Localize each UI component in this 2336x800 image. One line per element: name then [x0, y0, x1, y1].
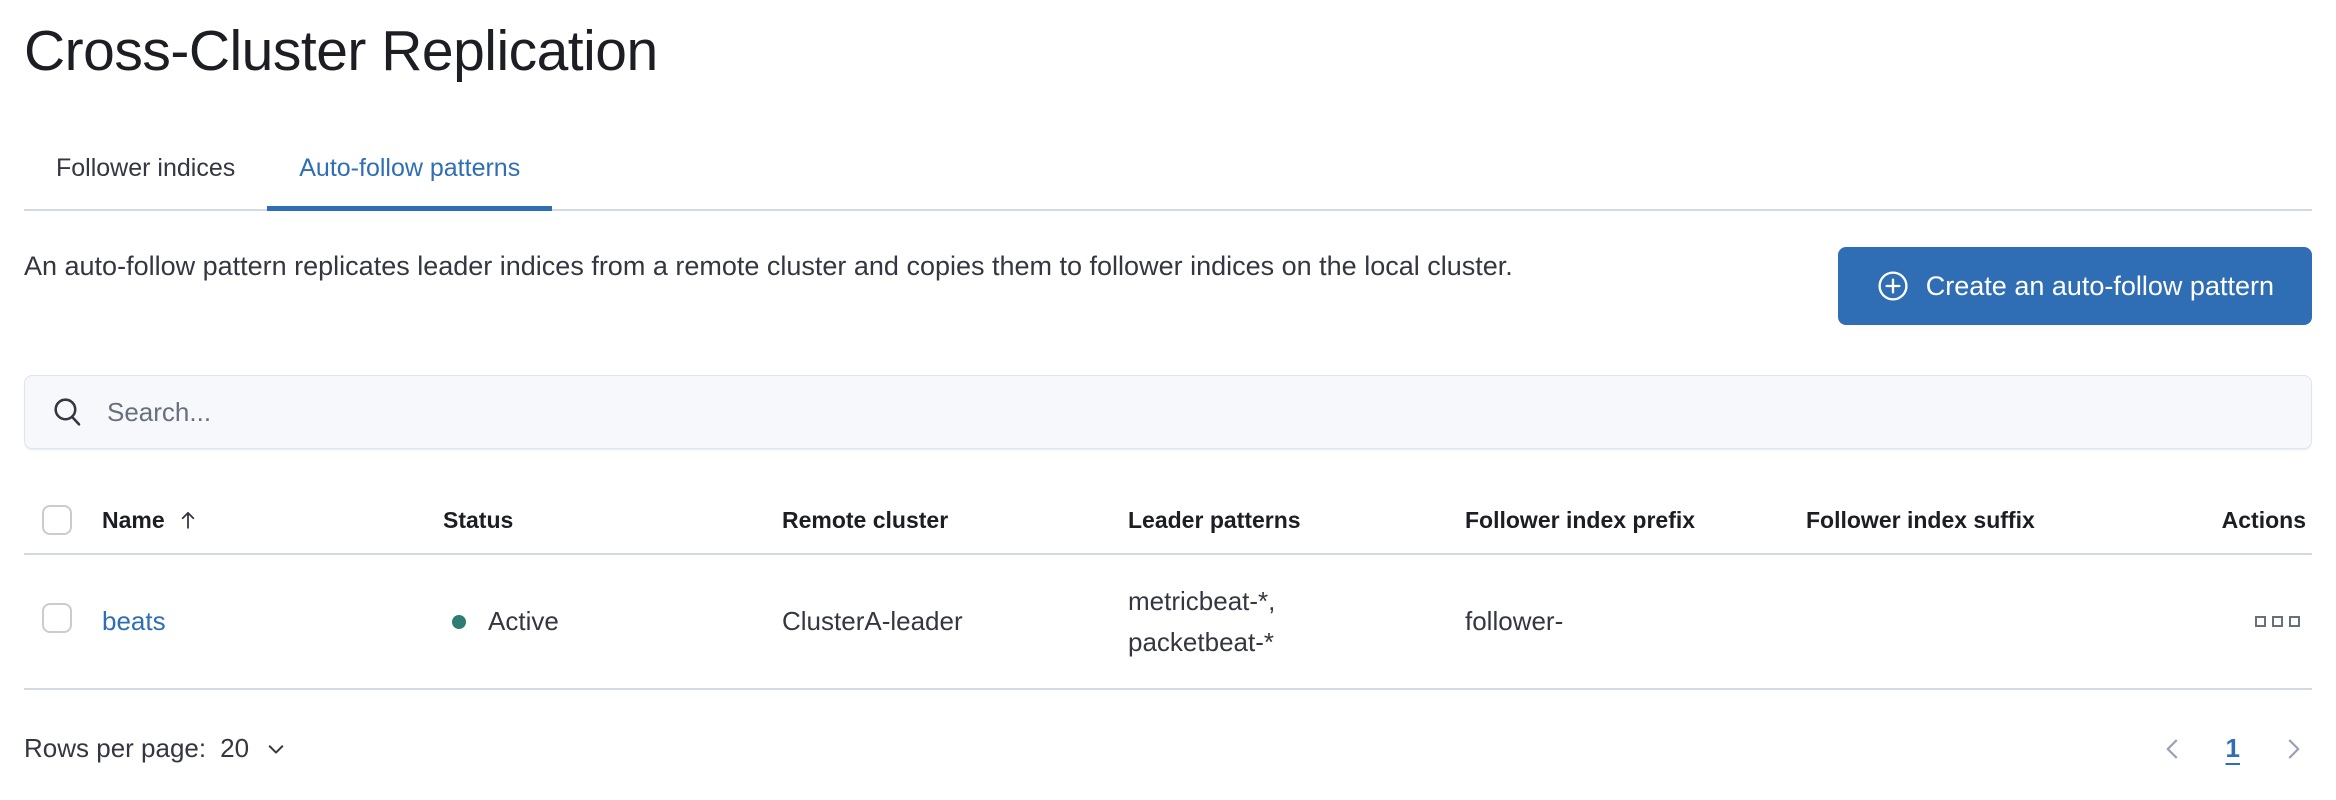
rows-per-page-label: Rows per page:: [24, 733, 207, 764]
status-active-dot-icon: [452, 614, 466, 629]
pager: 1: [2154, 730, 2312, 768]
column-header-follower-index-prefix[interactable]: Follower index prefix: [1465, 506, 1696, 533]
status-label: Active: [488, 606, 559, 637]
plus-in-circle-icon: [1876, 269, 1910, 303]
cross-cluster-replication-page: Cross-Cluster Replication Follower indic…: [0, 16, 2336, 768]
column-header-name[interactable]: Name: [102, 507, 443, 534]
pagination-bar: Rows per page: 20 1: [24, 690, 2312, 768]
cell-status: Active: [443, 606, 782, 637]
cell-remote-cluster: ClusterA-leader: [782, 606, 963, 637]
chevron-down-icon: [263, 736, 289, 762]
tab-follower-indices[interactable]: Follower indices: [56, 154, 236, 183]
cell-actions: [2150, 610, 2312, 633]
cell-follower-index-prefix: follower-: [1465, 606, 1564, 637]
select-all-checkbox[interactable]: [42, 505, 72, 536]
search-bar[interactable]: [24, 375, 2312, 450]
column-header-leader-patterns[interactable]: Leader patterns: [1128, 506, 1301, 533]
table-header-row: Name Status Remote cluster Leader patter…: [24, 475, 2312, 556]
page-description: An auto-follow pattern replicates leader…: [24, 251, 1513, 282]
tab-bar: Follower indices Auto-follow patterns: [24, 143, 2312, 212]
tab-auto-follow-patterns[interactable]: Auto-follow patterns: [267, 143, 553, 212]
search-input[interactable]: [107, 396, 2285, 428]
column-header-status[interactable]: Status: [443, 506, 514, 533]
create-auto-follow-pattern-button[interactable]: Create an auto-follow pattern: [1837, 247, 2312, 326]
pattern-name-link[interactable]: beats: [102, 606, 166, 637]
sort-ascending-arrow-icon: [175, 507, 201, 533]
chevron-right-icon[interactable]: [2274, 730, 2312, 768]
column-header-remote-cluster[interactable]: Remote cluster: [782, 506, 949, 533]
column-header-actions: Actions: [2221, 506, 2306, 533]
cell-name: beats: [102, 606, 443, 637]
column-header-follower-index-suffix[interactable]: Follower index suffix: [1806, 506, 2035, 533]
rows-per-page-value: 20: [220, 733, 250, 764]
rows-per-page-button[interactable]: Rows per page: 20: [24, 733, 289, 764]
boxes-horizontal-icon[interactable]: [2249, 610, 2306, 633]
create-button-label: Create an auto-follow pattern: [1925, 270, 2274, 301]
auto-follow-patterns-table: Name Status Remote cluster Leader patter…: [24, 475, 2312, 690]
row-checkbox-cell: [24, 603, 102, 640]
header-checkbox-cell: [24, 505, 102, 536]
chevron-left-icon[interactable]: [2154, 730, 2192, 768]
search-icon: [51, 395, 85, 429]
table-row: beats Active ClusterA-leader metricbeat-…: [24, 555, 2312, 690]
cell-leader-patterns: metricbeat-*, packetbeat-*: [1128, 586, 1276, 657]
row-checkbox[interactable]: [42, 603, 72, 634]
section-header: An auto-follow pattern replicates leader…: [24, 247, 2312, 326]
page-title: Cross-Cluster Replication: [24, 19, 658, 83]
page-number-1[interactable]: 1: [2225, 733, 2240, 764]
